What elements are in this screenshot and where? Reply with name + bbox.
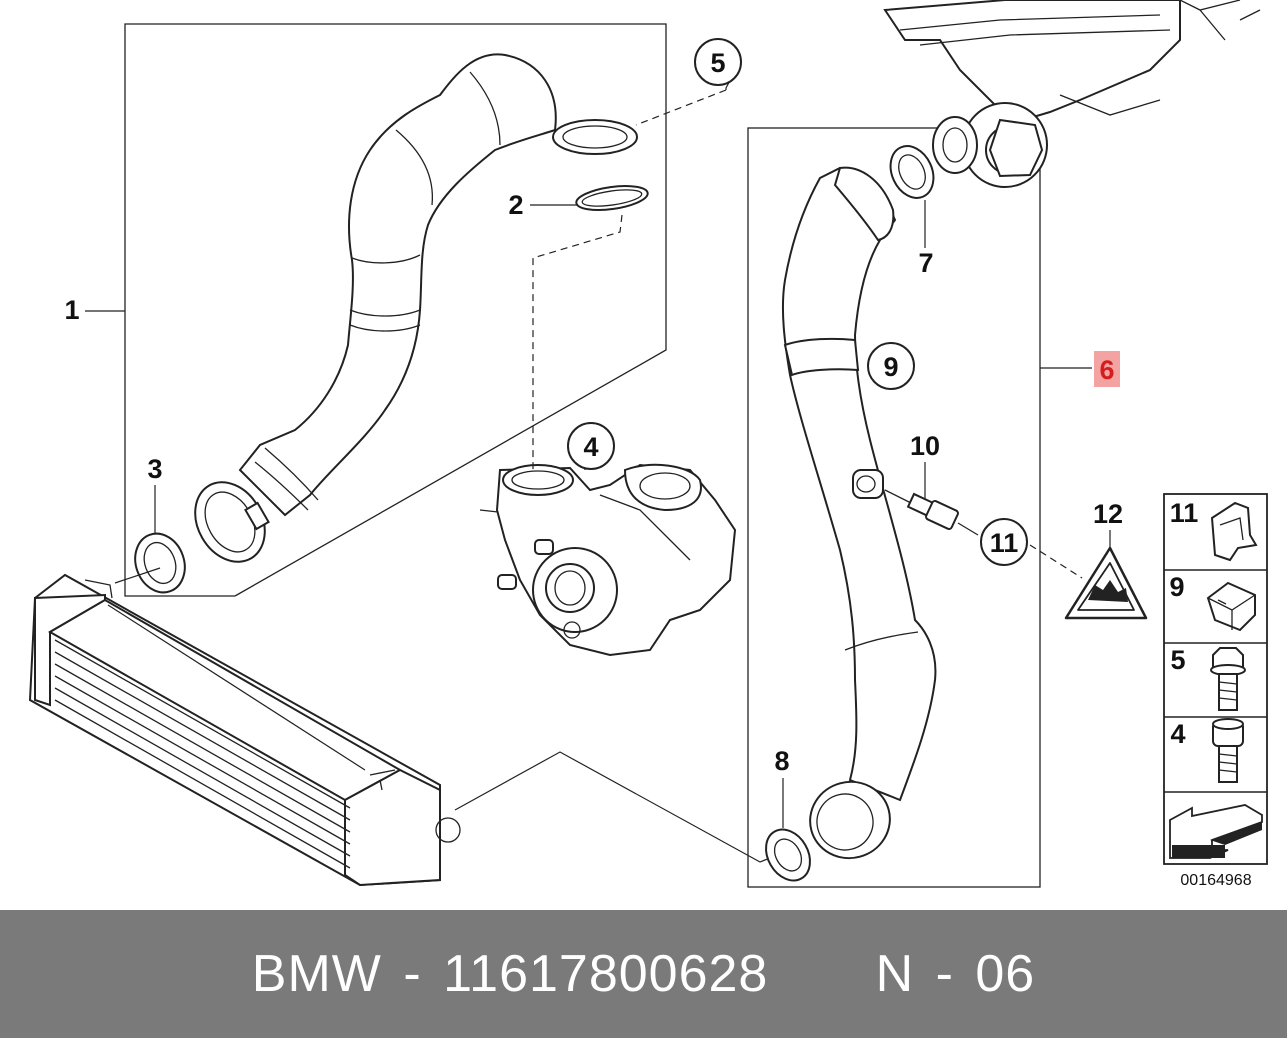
callout-9: 9 — [867, 342, 915, 390]
exploded-parts-diagram: 5 4 9 11 1 2 3 6 7 8 10 12 11 9 — [28, 0, 1268, 889]
callout-5: 5 — [694, 38, 742, 86]
leader-intercooler-a — [114, 567, 161, 584]
intake-manifold — [883, 0, 1261, 188]
label-12: 12 — [1093, 499, 1123, 529]
charge-air-pipe-part-1 — [194, 53, 638, 563]
direction-arrow-icon — [1169, 804, 1263, 859]
label-8: 8 — [774, 746, 789, 776]
legend-number-1: 11 — [1170, 498, 1199, 528]
label-3: 3 — [147, 454, 162, 484]
label-2: 2 — [508, 190, 523, 220]
socket-screw-icon — [1212, 718, 1244, 783]
leader-2-turbo — [532, 214, 623, 472]
label-1: 1 — [64, 295, 79, 325]
callout-4-label: 4 — [583, 432, 598, 462]
seal-ring-part-3 — [134, 532, 186, 594]
seal-ring-part-7 — [889, 145, 935, 199]
footer-bar: BMW - 11617800628 N - 06 — [0, 910, 1287, 1038]
intercooler — [28, 573, 461, 887]
callout-11-label: 11 — [990, 528, 1019, 558]
turbocharger-part-4 — [479, 463, 737, 657]
group-frame-part-6 — [747, 127, 1041, 888]
legend-number-3: 5 — [1170, 645, 1185, 675]
small-parts-legend: 11 9 5 4 — [1163, 493, 1268, 865]
charge-air-hose-part-6 — [781, 166, 937, 860]
callout-11: 11 — [980, 518, 1028, 566]
hex-bolt-icon — [1210, 647, 1246, 711]
hose-clip-icon — [1210, 501, 1258, 562]
seal-ring-part-2 — [575, 185, 649, 211]
leader-intercooler-c — [107, 604, 366, 771]
callout-9-label: 9 — [883, 352, 898, 382]
legend-number-2: 9 — [1169, 572, 1184, 602]
label-7: 7 — [918, 248, 933, 278]
part-number-caption: BMW - 11617800628 N - 06 — [251, 945, 1036, 1003]
label-6: 6 — [1099, 355, 1114, 385]
leader-11-label — [1029, 544, 1083, 579]
highlight-part-6 — [1094, 351, 1120, 387]
callout-5-label: 5 — [710, 48, 725, 78]
clamp-nut-icon — [1206, 581, 1256, 632]
warning-label-part-12 — [1064, 546, 1148, 620]
label-10: 10 — [910, 431, 940, 461]
leader-11 — [957, 522, 979, 536]
temperature-sensor-part-10 — [884, 489, 959, 530]
leader-intercooler-b — [454, 751, 791, 863]
legend-number-4: 4 — [1170, 719, 1185, 749]
callout-4: 4 — [567, 422, 615, 470]
group-frame-part-1 — [124, 23, 667, 597]
seal-ring-part-8 — [765, 828, 811, 882]
diagram-number: 00164968 — [1180, 872, 1251, 889]
leader-5b — [635, 89, 727, 126]
